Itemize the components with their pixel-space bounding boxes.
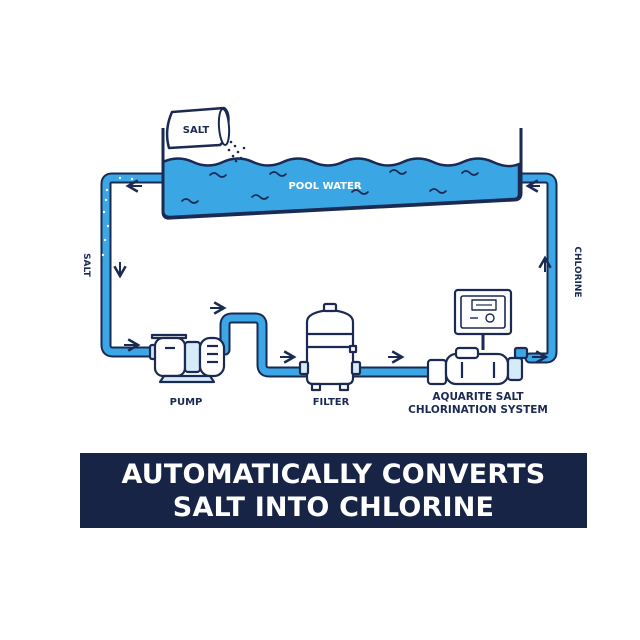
filter-label: FILTER — [313, 397, 350, 408]
pump — [148, 333, 226, 384]
headline-line1: AUTOMATICALLY CONVERTS — [121, 458, 546, 490]
salt-bag: SALT — [165, 106, 246, 163]
pool-label: POOL WATER — [288, 181, 361, 192]
pool: POOL WATER — [161, 128, 523, 220]
pump-label: PUMP — [170, 397, 203, 408]
salt-bag-label: SALT — [183, 125, 210, 136]
salt-chlorination-diagram: POOL WATER SALT PUMP — [81, 106, 582, 416]
headline-banner: AUTOMATICALLY CONVERTS SALT INTO CHLORIN… — [80, 453, 587, 528]
flow-arrows — [113, 179, 552, 364]
system-label-line2: CHLORINATION SYSTEM — [408, 404, 548, 416]
filter — [298, 302, 362, 392]
chlorinator-cell — [426, 346, 529, 386]
control-box — [453, 288, 513, 350]
chlorine-pipe-label: CHLORINE — [572, 246, 582, 297]
system-label-line1: AQUARITE SALT — [432, 391, 524, 403]
headline-line2: SALT INTO CHLORINE — [172, 491, 495, 523]
salt-pipe-label: SALT — [81, 253, 91, 278]
